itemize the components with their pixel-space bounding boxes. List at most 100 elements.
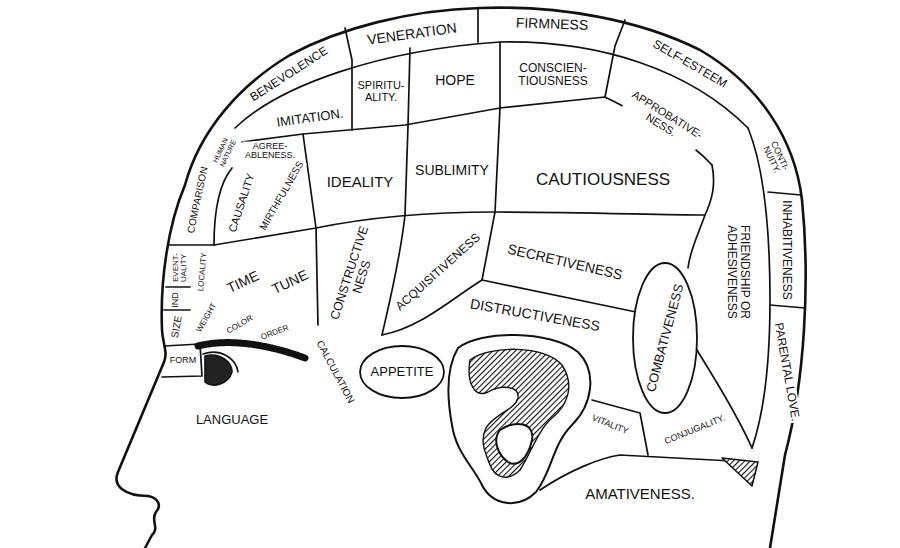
- faculty-region: CALCULATION: [314, 338, 357, 406]
- divider-line: [540, 455, 750, 490]
- faculty-region: VENERATION: [365, 20, 458, 47]
- faculty-name: CONJUGALITY.: [662, 413, 727, 447]
- faculty-region: SUBLIMITY: [414, 163, 490, 178]
- head-outline: [117, 8, 806, 548]
- faculty-name: SELF-ESTEEM: [650, 37, 730, 91]
- faculty-region: COMPARISON: [186, 165, 211, 235]
- faculty-region: HOPE: [434, 73, 476, 88]
- faculty-region: TIME: [224, 268, 262, 296]
- ear-inner: [469, 349, 569, 477]
- faculty-region: TUNE: [269, 267, 312, 297]
- divider-line: [770, 305, 805, 308]
- divider-line: [168, 244, 214, 246]
- divider-line: [482, 42, 500, 280]
- faculty-region: COLOR: [225, 314, 256, 336]
- divider-line: [214, 212, 705, 245]
- faculty-region: HUMAN NATURE: [211, 135, 237, 169]
- faculty-name: LOCALITY: [197, 251, 209, 292]
- divider-line: [162, 344, 202, 377]
- faculty-region: IND: [171, 291, 180, 309]
- faculty-region: VITALITY: [590, 413, 631, 437]
- faculty-region: SIZE: [170, 314, 185, 340]
- faculty-region: SELF-ESTEEM: [650, 37, 730, 91]
- faculty-name: CAUSALITY: [227, 171, 257, 235]
- combativeness-oval: [633, 263, 697, 413]
- faculty-region: APPETITE: [370, 365, 435, 379]
- faculty-name: SIZE: [170, 314, 185, 340]
- faculty-name: HOPE: [434, 73, 476, 88]
- faculty-name: APPROBATIVE- NESS.: [622, 88, 706, 153]
- faculty-name: MIRTHFULNESS: [258, 159, 307, 233]
- divider-line: [214, 168, 232, 245]
- faculty-region: DISTRUCTIVENESS: [468, 296, 602, 334]
- faculty-name: COMBATIVENESS: [644, 282, 686, 395]
- faculty-name: TIME: [224, 268, 262, 296]
- faculty-region: FRIENDSHIP OR ADHESIVENESS: [725, 215, 750, 330]
- faculty-region: WEIGHT: [195, 301, 219, 335]
- divider-line: [164, 309, 190, 311]
- faculty-name: FORM: [169, 356, 198, 365]
- faculty-name: SECRETIVENESS: [505, 241, 625, 282]
- divider-line: [166, 286, 190, 288]
- faculty-name: CAUTIOUSNESS: [535, 171, 671, 189]
- faculty-name: CONTI- NUITY.: [759, 138, 791, 179]
- faculty-name: FIRMNESS: [515, 15, 590, 32]
- faculty-name: FRIENDSHIP OR ADHESIVENESS: [725, 215, 750, 330]
- divider-line: [382, 215, 405, 335]
- faculty-name: COLOR: [225, 314, 256, 336]
- faculty-region: FIRMNESS: [515, 15, 590, 32]
- ear: [448, 335, 590, 503]
- faculty-region: EVENT- UALITY: [172, 253, 189, 283]
- divider-line: [748, 128, 770, 448]
- faculty-region: CONSCIEN- TIOUSNESS: [508, 62, 598, 87]
- faculty-region: MIRTHFULNESS: [258, 159, 307, 233]
- faculty-region: CAUTIOUSNESS: [535, 171, 671, 189]
- faculty-name: CONSCIEN- TIOUSNESS: [508, 62, 598, 87]
- faculty-name: VITALITY: [590, 413, 631, 437]
- faculty-name: CONSTRUCTIVE NESS: [328, 223, 384, 326]
- faculty-region: CAUSALITY: [227, 171, 257, 235]
- appetite-oval: [360, 346, 444, 398]
- faculty-region: BENEVOLENCE: [247, 44, 331, 105]
- divider-line: [688, 165, 714, 268]
- faculty-name: SPIRITU- ALITY.: [355, 80, 407, 103]
- faculty-region: IDEALITY: [326, 174, 395, 190]
- faculty-name: WEIGHT: [195, 301, 219, 335]
- faculty-name: ORDER: [259, 324, 291, 342]
- eye: [205, 355, 232, 385]
- ear-fold: [496, 424, 532, 464]
- faculty-region: ORDER: [259, 324, 291, 342]
- faculty-region: LOCALITY: [197, 251, 209, 292]
- divider-line: [477, 8, 479, 42]
- eyelid: [203, 352, 238, 372]
- faculty-region: FORM: [169, 356, 198, 365]
- divider-line: [768, 192, 801, 195]
- faculty-name: SUBLIMITY: [414, 163, 490, 178]
- faculty-region: CONJUGALITY.: [662, 413, 727, 447]
- faculty-region: CONTI- NUITY.: [759, 138, 791, 179]
- faculty-name: IMITATION.: [275, 106, 346, 129]
- divider-line: [605, 20, 625, 97]
- faculty-region: AGREE- ABLENESS.: [243, 142, 298, 161]
- faculty-name: AGREE- ABLENESS.: [243, 142, 298, 161]
- faculty-region: IMITATION.: [275, 106, 346, 129]
- faculty-name: PARENTAL LOVE.: [772, 321, 802, 423]
- faculty-name: HUMAN NATURE: [211, 135, 237, 169]
- faculty-name: INHABITIVENESS: [781, 199, 794, 300]
- divider-line: [697, 350, 752, 448]
- region-label: LANGUAGE: [195, 413, 269, 427]
- faculty-region: CONSTRUCTIVE NESS: [328, 223, 384, 326]
- faculty-name: IDEALITY: [326, 174, 395, 190]
- label-text: LANGUAGE: [195, 413, 269, 427]
- faculty-name: COMPARISON: [186, 165, 211, 235]
- divider-line: [345, 28, 352, 130]
- faculty-name: TUNE: [269, 267, 312, 297]
- divider-line: [405, 48, 410, 215]
- faculty-name: IND: [171, 291, 180, 309]
- faculty-region: INHABITIVENESS: [781, 199, 794, 300]
- faculty-region: PARENTAL LOVE.: [772, 321, 802, 423]
- faculty-region: COMBATIVENESS: [644, 282, 686, 395]
- faculty-region: SECRETIVENESS: [505, 241, 625, 282]
